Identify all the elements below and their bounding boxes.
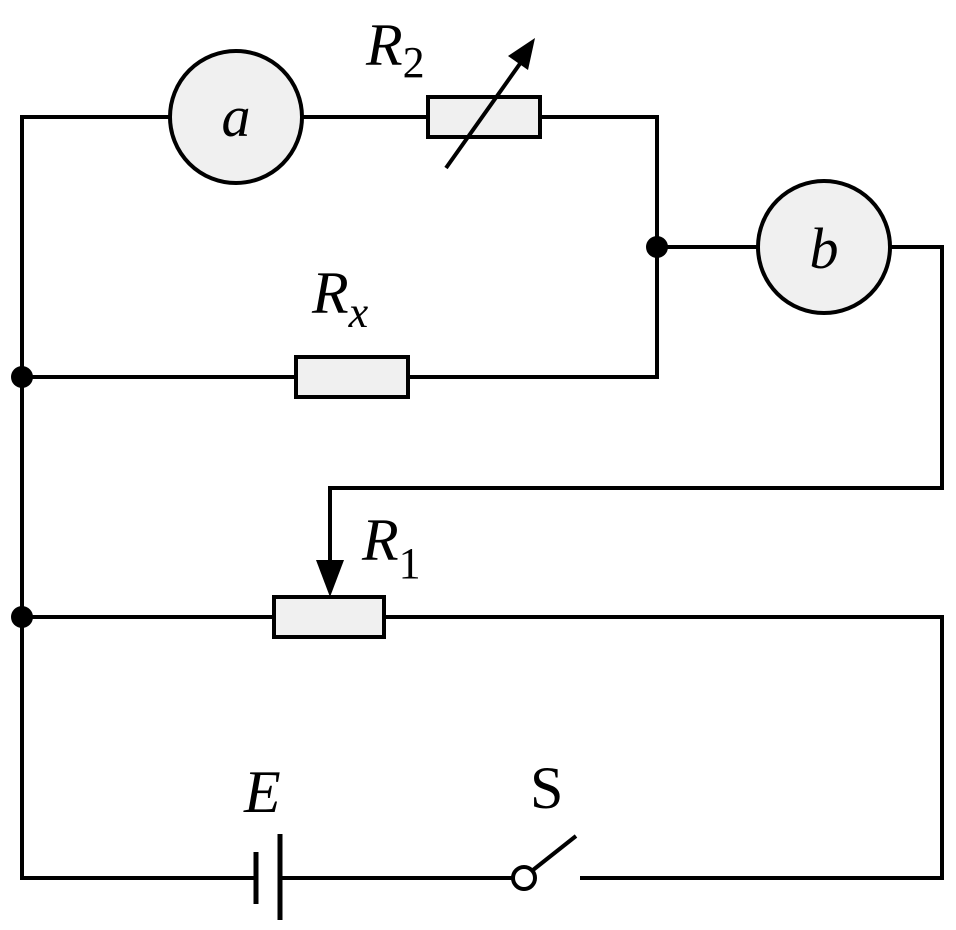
meter-b: b (756, 179, 892, 315)
resistor-r2: R2 (365, 12, 542, 170)
resistor-rx-label: Rx (311, 260, 369, 337)
battery-e: E (243, 759, 283, 920)
meter-a-circle (168, 49, 304, 185)
junction-right-node (646, 236, 668, 258)
wires (20, 115, 944, 880)
wire-r1-right (382, 615, 944, 880)
resistor-rx: Rx (294, 260, 410, 399)
resistor-r1-label: R1 (361, 507, 421, 588)
wire-top-right (538, 115, 659, 379)
resistor-r2-label: R2 (365, 12, 425, 87)
meter-b-letter: b (810, 216, 839, 281)
switch-lever (531, 834, 578, 872)
junction-left-rx (11, 366, 33, 388)
meter-b-circle (756, 179, 892, 315)
resistor-r1-body (272, 595, 386, 639)
resistor-r1-slider-arrow (316, 560, 344, 597)
switch-pivot (511, 865, 537, 891)
resistor-rx-body (294, 355, 410, 399)
resistor-r2-variable-arrow (444, 56, 526, 170)
resistor-r2-arrow-head (508, 38, 535, 70)
junctions (11, 236, 668, 628)
junction-left-r1 (11, 606, 33, 628)
switch-s: S (511, 755, 578, 891)
meter-a: a (168, 49, 304, 185)
battery-label: E (243, 759, 281, 825)
meter-a-letter: a (222, 84, 251, 149)
switch-label: S (530, 755, 563, 821)
resistor-r1: R1 (272, 507, 421, 639)
wire-b-right (328, 245, 944, 562)
